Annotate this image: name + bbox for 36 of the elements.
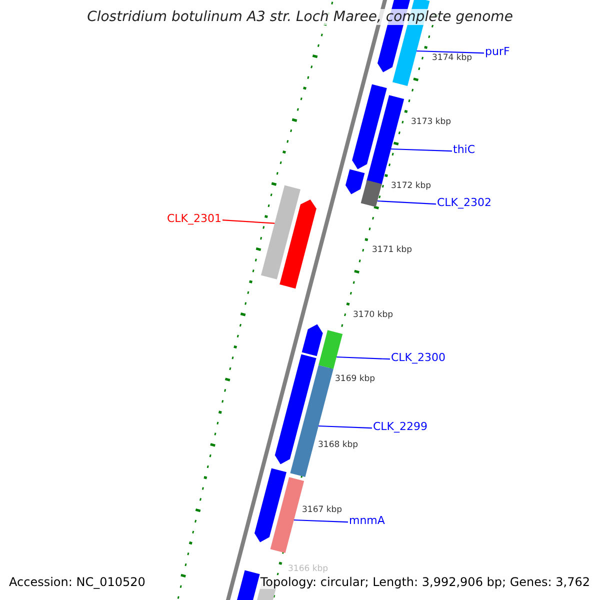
gene-label: mnmA: [349, 514, 385, 527]
gene-label: CLK_2300: [391, 351, 446, 364]
gene-feature: [302, 324, 323, 356]
gene-feature: [254, 468, 286, 542]
position-label: 3170 kbp: [353, 310, 394, 320]
position-label: 3174 kbp: [432, 53, 472, 63]
position-label: 3173 kbp: [411, 117, 452, 127]
leader-line: [294, 519, 348, 523]
gene-label: CLK_2302: [437, 196, 492, 209]
position-label: 3167 kbp: [302, 505, 342, 515]
genome-info-text: Topology: circular; Length: 3,992,906 bp; Genes: 3,762: [260, 575, 590, 589]
gene-feature: [346, 169, 365, 194]
gene-feature: [352, 84, 387, 170]
gene-feature: [318, 330, 343, 369]
gene-feature: [274, 354, 316, 464]
position-label: 3169 kbp: [335, 374, 376, 384]
accession-text: Accession: NC_010520: [9, 575, 146, 589]
gene-label: CLK_2301: [167, 212, 222, 225]
leader-line: [336, 356, 390, 360]
leader-line: [222, 220, 275, 224]
gene-feature: [360, 180, 382, 207]
gene-label: thiC: [453, 143, 476, 156]
position-label: 3171 kbp: [372, 245, 412, 255]
leader-line: [390, 148, 452, 152]
leader-line: [416, 50, 484, 54]
gene-feature: [270, 477, 304, 553]
leader-line: [377, 200, 436, 205]
gene-label: CLK_2299: [373, 420, 428, 433]
gene-label: purF: [485, 45, 510, 58]
position-label: 3172 kbp: [391, 181, 432, 191]
position-label: 3168 kbp: [318, 440, 358, 450]
gene-feature: [261, 185, 300, 280]
leader-line: [318, 425, 372, 429]
gene-feature: [280, 200, 316, 289]
position-label: 3166 kbp: [288, 564, 328, 574]
diagram-title: Clostridium botulinum A3 str. Loch Maree, complete genome: [87, 9, 513, 25]
